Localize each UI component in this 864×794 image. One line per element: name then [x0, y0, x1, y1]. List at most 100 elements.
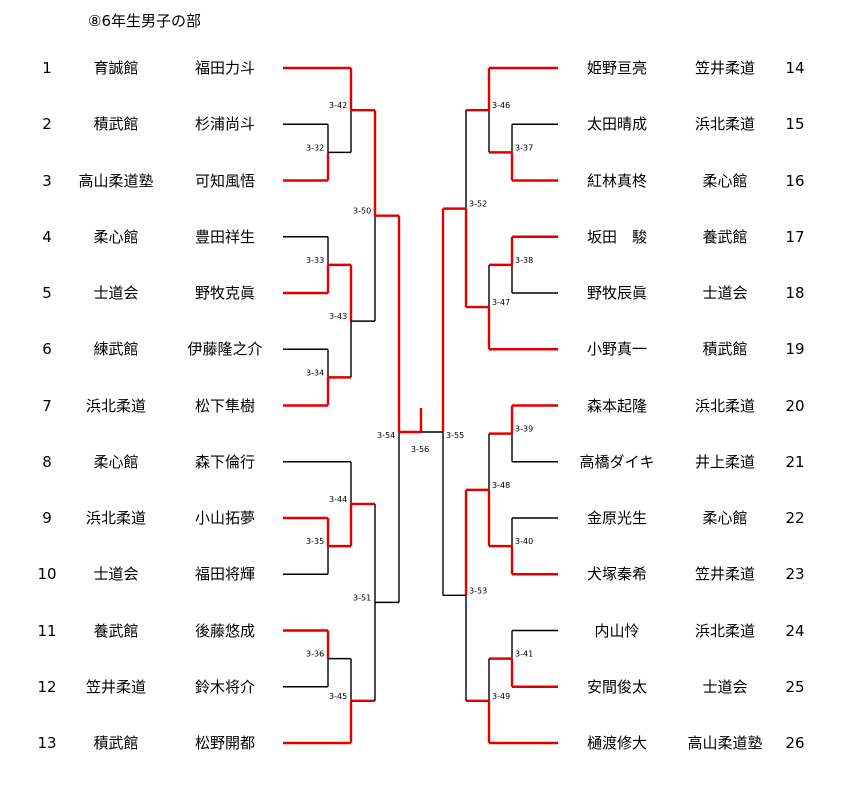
entry-club: 士道会: [702, 677, 748, 696]
entry-club: 浜北柔道: [694, 115, 756, 134]
entry-name: 高橋ダイキ: [579, 452, 655, 471]
entry-name: 安間俊太: [586, 677, 648, 696]
entry-name: 野牧辰眞: [586, 284, 648, 302]
entry-name: 福田将輝: [194, 565, 256, 584]
entry-number: 13: [37, 734, 57, 752]
entry-number: 9: [42, 509, 52, 527]
entry-number: 15: [785, 115, 805, 134]
entry-number: 24: [785, 621, 805, 640]
match-label: 3-53: [469, 586, 487, 595]
entry-name: 豊田祥生: [194, 227, 256, 246]
entry-club: 笠井柔道: [694, 565, 756, 584]
entry-number: 11: [37, 621, 57, 640]
entry-number: 18: [785, 284, 805, 302]
entry-name: 森下倫行: [194, 452, 256, 471]
entry-club: 士道会: [702, 284, 748, 302]
entry-club: 練武館: [93, 340, 139, 359]
match-label: 3-51: [353, 593, 371, 602]
entry-name: 福田力斗: [194, 59, 256, 77]
entry-number: 22: [785, 509, 805, 527]
entry-name: 金原光生: [586, 509, 648, 527]
entry-number: 7: [42, 396, 52, 415]
match-label: 3-55: [446, 431, 464, 440]
entry-club: 浜北柔道: [694, 396, 756, 415]
entry-number: 10: [37, 565, 57, 584]
entry-club: 高山柔道塾: [78, 171, 154, 190]
match-label: 3-37: [515, 143, 533, 152]
match-label: 3-40: [515, 537, 533, 546]
entry-club: 高山柔道塾: [687, 734, 763, 752]
entry-name: 松野開都: [194, 734, 256, 752]
match-label: 3-41: [515, 650, 533, 659]
entry-number: 2: [42, 115, 52, 134]
entry-club: 士道会: [93, 565, 139, 584]
entry-number: 5: [42, 284, 52, 302]
entry-number: 26: [785, 734, 805, 752]
entry-number: 4: [42, 227, 52, 246]
page-title: ⑧6年生男子の部: [88, 12, 201, 30]
entry-number: 14: [785, 59, 805, 77]
entry-name: 太田晴成: [586, 115, 648, 134]
entry-name: 姫野亘亮: [586, 59, 648, 77]
entry-number: 8: [42, 452, 52, 471]
match-label: 3-52: [469, 200, 487, 209]
entry-name: 森本起隆: [586, 396, 648, 415]
match-label: 3-38: [515, 256, 533, 265]
entry-number: 12: [37, 677, 57, 696]
match-label: 3-32: [306, 143, 324, 152]
entry-name: 紅林真柊: [586, 171, 648, 190]
match-label: 3-39: [515, 425, 533, 434]
entry-name: 小野真一: [586, 340, 648, 359]
entry-name: 杉浦尚斗: [194, 115, 256, 134]
entry-club: 浜北柔道: [694, 621, 756, 640]
entry-name: 野牧克眞: [194, 284, 256, 302]
match-label: 3-43: [329, 312, 347, 321]
entry-club: 浜北柔道: [85, 396, 147, 415]
entry-name: 犬塚秦希: [586, 565, 648, 584]
entry-number: 3: [42, 171, 52, 190]
entry-number: 21: [785, 452, 805, 471]
match-label: 3-44: [329, 495, 347, 504]
entry-number: 1: [42, 59, 52, 77]
match-label: 3-56: [411, 445, 429, 454]
entry-club: 柔心館: [93, 227, 139, 246]
entry-club: 養武館: [93, 621, 139, 640]
entry-name: 小山拓夢: [194, 509, 256, 527]
match-label: 3-42: [329, 101, 347, 110]
match-label: 3-35: [306, 537, 324, 546]
match-label: 3-33: [306, 256, 324, 265]
entry-name: 後藤悠成: [194, 621, 256, 640]
match-label: 3-49: [492, 692, 510, 701]
entry-club: 積武館: [702, 340, 748, 359]
entry-name: 樋渡修大: [586, 734, 648, 752]
entry-club: 柔心館: [702, 171, 748, 190]
entry-number: 17: [785, 227, 805, 246]
entry-number: 19: [785, 340, 805, 359]
entry-club: 柔心館: [93, 452, 139, 471]
entry-club: 柔心館: [702, 509, 748, 527]
match-label: 3-45: [329, 692, 347, 701]
entry-club: 積武館: [93, 734, 139, 752]
entry-club: 士道会: [93, 284, 139, 302]
entry-club: 養武館: [702, 227, 748, 246]
entry-number: 20: [785, 396, 805, 415]
entry-club: 井上柔道: [694, 452, 756, 471]
entry-number: 25: [785, 677, 805, 696]
entry-name: 可知風悟: [194, 171, 256, 190]
entry-club: 笠井柔道: [85, 677, 147, 696]
entry-name: 内山怜: [594, 621, 640, 640]
entry-name: 坂田 駿: [586, 227, 648, 246]
entry-number: 6: [42, 340, 52, 359]
entry-name: 鈴木将介: [194, 677, 256, 696]
entry-number: 23: [785, 565, 805, 584]
entry-name: 伊藤隆之介: [187, 340, 263, 359]
match-label: 3-34: [306, 368, 324, 377]
match-label: 3-48: [492, 481, 510, 490]
match-label: 3-47: [492, 298, 510, 307]
entry-number: 16: [785, 171, 805, 190]
match-label: 3-46: [492, 101, 510, 110]
entry-name: 松下隼樹: [194, 396, 256, 415]
match-label: 3-50: [353, 207, 371, 216]
entry-club: 育誠館: [93, 59, 139, 77]
